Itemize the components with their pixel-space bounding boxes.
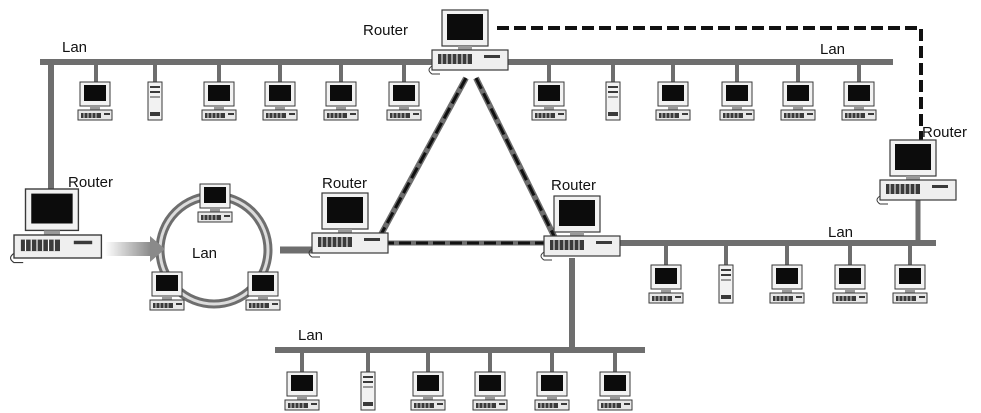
lan-top-right-label: Lan bbox=[820, 41, 845, 58]
server-tower-icon bbox=[718, 264, 734, 304]
pc-icon bbox=[77, 81, 113, 121]
pc-icon bbox=[245, 271, 281, 311]
server-tower-icon bbox=[360, 371, 376, 411]
router-center-left-label: Router bbox=[322, 175, 367, 192]
router-right-label: Router bbox=[922, 124, 967, 141]
router-links bbox=[375, 26, 923, 246]
pc-icon bbox=[719, 81, 755, 121]
pc-icon bbox=[386, 81, 422, 121]
pc-icon bbox=[832, 264, 868, 304]
pc-icon bbox=[197, 183, 233, 223]
pc-icon bbox=[534, 371, 570, 411]
pc-icon bbox=[472, 371, 508, 411]
pc-icon bbox=[892, 264, 928, 304]
arrow-icon bbox=[105, 236, 165, 262]
router-left-icon bbox=[9, 188, 103, 264]
lan-bottom-label: Lan bbox=[298, 327, 323, 344]
pc-icon bbox=[410, 371, 446, 411]
wan-dashed-path bbox=[497, 26, 923, 145]
server-tower-icon bbox=[605, 81, 621, 121]
pc-icon bbox=[531, 81, 567, 121]
pc-icon bbox=[769, 264, 805, 304]
pc-icon bbox=[780, 81, 816, 121]
pc-icon bbox=[841, 81, 877, 121]
router-top-icon bbox=[428, 9, 509, 75]
lan-right-label: Lan bbox=[828, 224, 853, 241]
pc-icon bbox=[262, 81, 298, 121]
pc-icon bbox=[149, 271, 185, 311]
server-tower-icon bbox=[147, 81, 163, 121]
router-center-right-label: Router bbox=[551, 177, 596, 194]
pc-icon bbox=[323, 81, 359, 121]
router-left-label: Router bbox=[68, 174, 113, 191]
router-top-label: Router bbox=[363, 22, 408, 39]
lan-ring-label: Lan bbox=[192, 245, 217, 262]
pc-icon bbox=[284, 371, 320, 411]
pc-icon bbox=[597, 371, 633, 411]
pc-icon bbox=[655, 81, 691, 121]
pc-icon bbox=[648, 264, 684, 304]
router-center-left-icon bbox=[308, 192, 389, 258]
lan-top-left-label: Lan bbox=[62, 39, 87, 56]
pc-icon bbox=[201, 81, 237, 121]
router-right-icon bbox=[876, 139, 957, 205]
